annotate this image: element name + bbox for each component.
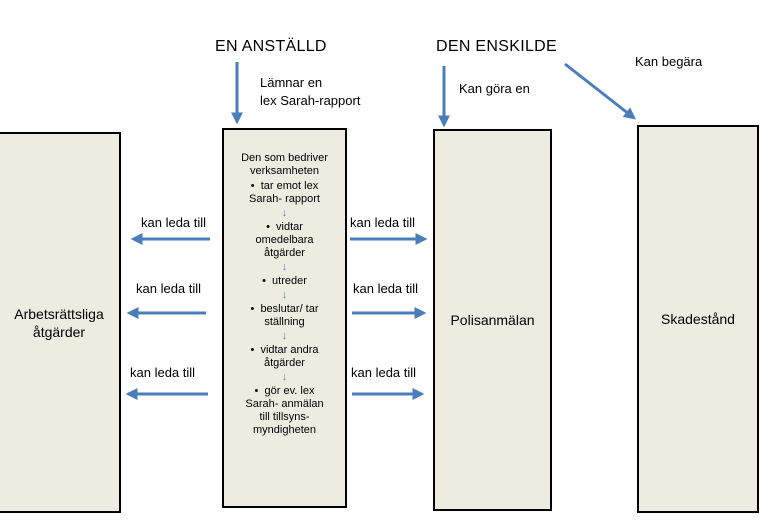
box-police-report: Polisanmälan [433, 129, 552, 511]
arrow-individual-to-damages [564, 62, 636, 120]
step-receive-report-line-2: Sarah- rapport [249, 193, 320, 205]
arrow-label-left-3: kan leda till [130, 365, 196, 380]
care-provider-title: Den som bedriver verksamheten [228, 152, 341, 178]
step-report-to-authority-line-3: till tillsyns- [259, 411, 310, 423]
box-labor-law-measures-line-1: Arbetsrättsliga [14, 305, 104, 322]
box-damages-label: Skadestånd [661, 311, 735, 327]
care-provider-title-line-1: Den som bedriver [241, 152, 328, 164]
arrow-label-left-2: kan leda till [136, 281, 202, 296]
step-decide-line-2: ställning [264, 316, 305, 328]
step-other-measures-line-1: vidtar andra [260, 344, 319, 356]
note-individual-action: Kan göra en [459, 81, 530, 96]
box-labor-law-measures-line-2: åtgärder [32, 323, 86, 340]
note-employee-action-line-2: lex Sarah-rapport [260, 93, 361, 108]
note-employee-action: Lämnar en lex Sarah-rapport [260, 74, 360, 110]
box-care-provider: Den som bedriver verksamheten tar emot l… [222, 128, 347, 508]
box-damages: Skadestånd [637, 125, 759, 513]
arrow-label-left-1: kan leda till [141, 215, 207, 230]
heading-individual: DEN ENSKILDE [436, 38, 557, 55]
note-employee-action-line-1: Lämnar en [260, 75, 323, 90]
care-provider-title-line-2: verksamheten [249, 165, 320, 177]
step-investigate: utreder [228, 275, 341, 288]
step-other-measures-line-2: åtgärder [264, 357, 305, 369]
box-labor-law-measures: Arbetsrättsliga åtgärder [0, 132, 121, 513]
step-down-arrow-icon: ↓ [281, 371, 288, 383]
step-receive-report-line-1: tar emot lex [260, 180, 319, 192]
heading-employee: EN ANSTÄLLD [215, 38, 327, 55]
box-labor-law-measures-label: Arbetsrättsliga åtgärder [0, 305, 119, 341]
step-down-arrow-icon: ↓ [281, 207, 288, 219]
arrow-label-right-2: kan leda till [353, 281, 419, 296]
process-steps: Den som bedriver verksamheten tar emot l… [228, 152, 341, 437]
step-down-arrow-icon: ↓ [281, 330, 288, 342]
step-down-arrow-icon: ↓ [281, 289, 288, 301]
step-investigate-line-1: utreder [272, 275, 307, 287]
step-immediate-measures-line-2: omedelbara [255, 234, 314, 246]
note-individual-request: Kan begära [635, 54, 703, 69]
step-immediate-measures-line-3: åtgärder [264, 247, 305, 259]
box-police-report-label: Polisanmälan [450, 312, 535, 328]
step-decide-line-1: beslutar/ tar [260, 303, 319, 315]
step-report-to-authority-line-1: gör ev. lex [264, 385, 315, 397]
arrow-label-right-1: kan leda till [350, 215, 416, 230]
step-down-arrow-icon: ↓ [281, 261, 288, 273]
step-report-to-authority-line-2: Sarah- anmälan [245, 398, 324, 410]
arrow-label-right-3: kan leda till [351, 365, 417, 380]
step-immediate-measures-line-1: vidtar [276, 221, 303, 233]
step-report-to-authority-line-4: myndigheten [253, 424, 316, 436]
